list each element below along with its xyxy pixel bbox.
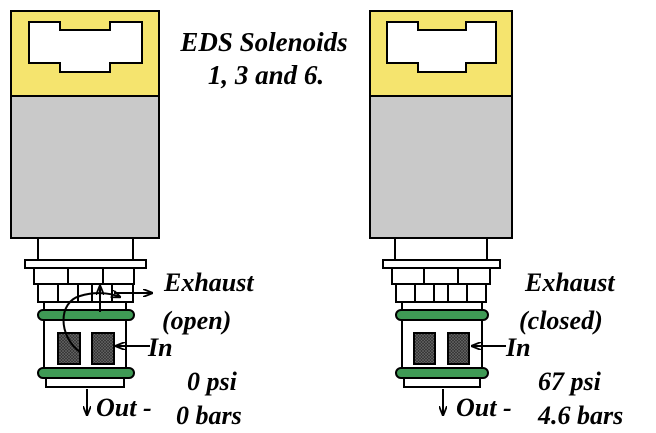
left-o-ring-top bbox=[37, 309, 135, 321]
left-stem-upper bbox=[33, 267, 135, 285]
right-o-ring-bottom bbox=[395, 367, 489, 379]
left-filter-b bbox=[91, 332, 115, 365]
left-exhaust-label: Exhaust bbox=[163, 268, 254, 297]
left-neck bbox=[37, 237, 134, 261]
right-filter-b bbox=[447, 332, 470, 365]
right-connector-socket bbox=[386, 21, 497, 73]
left-solenoid bbox=[10, 10, 160, 415]
title-line-2: 1, 3 and 6. bbox=[208, 60, 324, 90]
right-out-label: Out - bbox=[456, 393, 512, 422]
right-neck bbox=[394, 237, 488, 261]
left-in-label: In bbox=[147, 333, 173, 362]
title-line-1: EDS Solenoids bbox=[179, 27, 347, 57]
right-exhaust-state: (closed) bbox=[519, 306, 603, 335]
right-o-ring-top bbox=[395, 309, 489, 321]
right-nozzle bbox=[403, 377, 481, 388]
right-psi-label: 67 psi bbox=[538, 367, 602, 396]
left-flow-loop-arrow bbox=[62, 293, 121, 353]
left-psi-label: 0 psi bbox=[187, 367, 238, 396]
right-exhaust-label: Exhaust bbox=[524, 268, 615, 297]
right-solenoid bbox=[369, 10, 513, 415]
left-flange bbox=[24, 259, 147, 269]
right-bars-label: 4.6 bars bbox=[537, 401, 623, 430]
left-exhaust-state: (open) bbox=[162, 306, 231, 335]
left-nozzle bbox=[45, 377, 125, 388]
right-coil-body bbox=[369, 95, 513, 239]
right-stem-lower bbox=[395, 283, 487, 303]
left-coil-body bbox=[10, 95, 160, 239]
right-flange bbox=[382, 259, 501, 269]
right-filter-a bbox=[413, 332, 436, 365]
left-o-ring-bottom bbox=[37, 367, 135, 379]
left-connector-socket bbox=[28, 21, 143, 73]
right-in-label: In bbox=[505, 333, 531, 362]
left-bars-label: 0 bars bbox=[176, 401, 242, 430]
left-out-label: Out - bbox=[96, 393, 152, 422]
right-stem-upper bbox=[391, 267, 491, 285]
left-filter-a bbox=[57, 332, 81, 365]
